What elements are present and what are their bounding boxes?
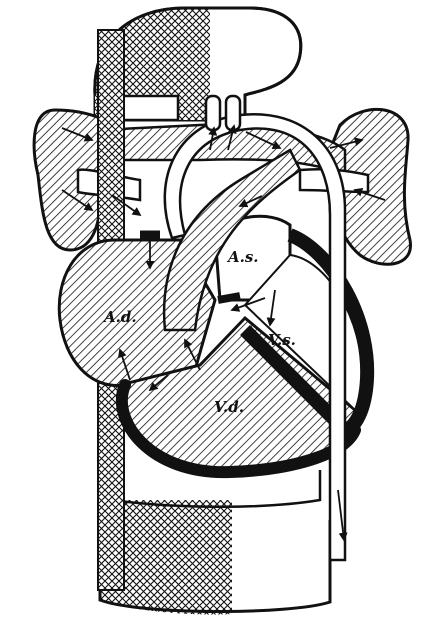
upper-body-region	[95, 8, 301, 120]
right-atrium-label: A.d.	[102, 308, 137, 326]
left-atrium-label: A.s.	[226, 248, 259, 266]
right-ventricle-label: V.d.	[214, 398, 244, 416]
left-ventricle-label: V.s.	[268, 331, 296, 349]
